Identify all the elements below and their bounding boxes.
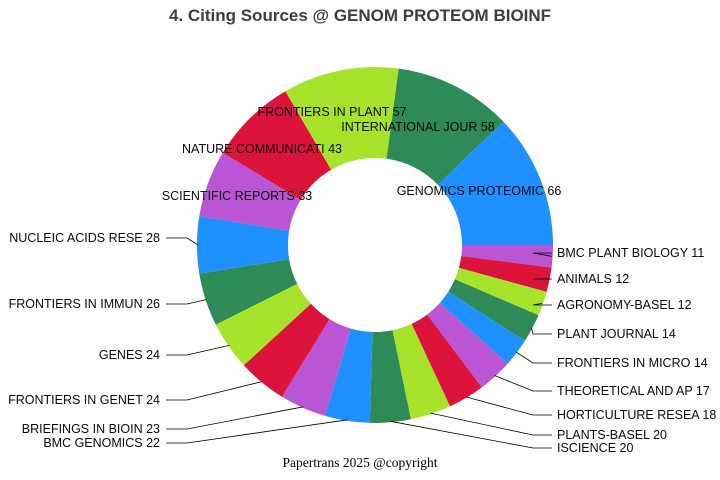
copyright-footer: Papertrans 2025 @copyright [282,455,438,470]
leader-line-bmc-genomics [166,419,348,444]
pie-slice-nature-communicati [222,91,332,200]
slice-label-frontiers-in-genet: FRONTIERS IN GENET 24 [8,393,160,407]
leader-line-nucleic-acids-rese [166,237,199,246]
slice-label-frontiers-in-immun: FRONTIERS IN IMMUN 26 [9,297,160,311]
slice-label-horticulture-resea: HORTICULTURE RESEA 18 [557,408,716,422]
pie-slice-frontiers-in-immun [199,259,298,325]
slice-label-iscience: ISCIENCE 20 [557,441,633,455]
pie-slice-theoretical-and-ap [427,303,508,388]
pie-slice-genomics-proteomic [437,121,553,245]
pie-slice-frontiers-in-micro [439,291,525,364]
slice-label-theoretical-and-ap: THEORETICAL AND AP 17 [557,384,710,398]
slice-label-plants-basel: PLANTS-BASEL 20 [557,428,667,442]
slice-label-nature-communicati: NATURE COMMUNICATI 43 [182,142,342,156]
pie-slices [196,67,554,423]
leader-line-frontiers-in-immun [166,299,207,305]
slice-label-bmc-genomics: BMC GENOMICS 22 [43,436,160,450]
leader-line-genes [166,345,230,356]
leader-line-frontiers-in-genet [166,381,263,401]
slice-label-frontiers-in-micro: FRONTIERS IN MICRO 14 [557,356,708,370]
pie-slice-genes [215,283,311,366]
pie-slice-agronomy-basel [454,267,547,316]
leader-line-theoretical-and-ap [494,375,552,392]
slice-label-plant-journal: PLANT JOURNAL 14 [557,327,676,341]
pie-slice-horticulture-resea [411,314,482,407]
pie-slice-international-jour [386,68,504,185]
leader-line-plants-basel [430,412,552,436]
pie-slice-frontiers-in-plant [285,67,399,170]
pie-slice-bmc-plant-biology [461,245,554,268]
pie-slice-nucleic-acids-rese [196,216,290,274]
slice-labels: BMC PLANT BIOLOGY 11 ANIMALS 12 AGRONOMY-B… [8,105,716,455]
slice-label-frontiers-in-plant: FRONTIERS IN PLANT 57 [257,105,406,119]
leader-line-iscience [390,420,552,449]
leader-line-frontiers-in-micro [515,351,552,364]
leader-line-agronomy-basel [532,303,552,306]
slice-label-briefings-in-bioin: BRIEFINGS IN BIOIN 23 [22,422,160,436]
slice-label-nucleic-acids-rese: NUCLEIC ACIDS RESE 28 [9,231,160,245]
pie-slice-iscience [369,330,411,423]
leader-line-bmc-plant-biology [532,252,552,257]
leader-lines [166,237,552,449]
pie-slice-frontiers-in-genet [243,303,330,397]
leader-line-horticulture-resea [465,396,552,416]
slice-label-agronomy-basel: AGRONOMY-BASEL 12 [557,298,692,312]
slice-label-genomics-proteomic: GENOMICS PROTEOMIC 66 [397,184,562,198]
leader-line-plant-journal [531,327,552,335]
slice-label-genes: GENES 24 [99,348,160,362]
pie-slice-bmc-genomics [325,328,373,423]
pie-slice-scientific-reports [199,152,301,231]
leader-line-animals [532,278,552,281]
slice-label-bmc-plant-biology: BMC PLANT BIOLOGY 11 [557,246,704,260]
slice-label-international-jour: INTERNATIONAL JOUR 58 [341,120,495,134]
pie-slice-animals [458,256,552,292]
slice-label-scientific-reports: SCIENTIFIC REPORTS 33 [162,189,313,203]
pie-slice-plants-basel [392,323,450,420]
slice-label-animals: ANIMALS 12 [557,272,629,286]
page-title: 4. Citing Sources @ GENOM PROTEOM BIOINF [168,6,552,25]
pie-slice-briefings-in-bioin [281,319,351,416]
leader-line-briefings-in-bioin [166,406,304,430]
pie-slice-plant-journal [448,279,539,341]
